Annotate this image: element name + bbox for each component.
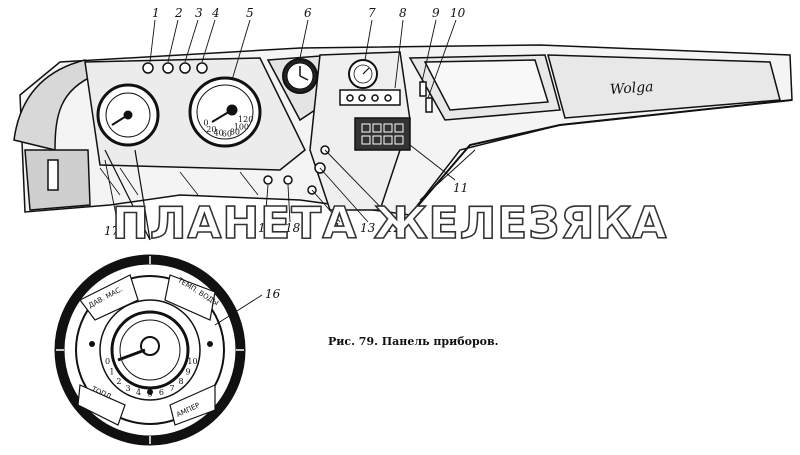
speedometer [188,76,262,148]
combo-gauge-tick-10: 10 [187,357,197,366]
auxiliary-gauge [348,59,378,89]
callout-13: 13 [360,221,376,235]
speedometer-tick-0: 0 [203,119,208,128]
speedometer-tick-1: 20 [206,125,216,134]
callout-4: 4 [211,6,220,20]
combo-gauge-detail [54,254,246,446]
speedometer-tick-3: 60 [222,130,232,139]
speedometer-tick-5: 100 [234,122,249,131]
callout-11: 11 [453,181,468,195]
combo-gauge-tick-1: 1 [109,368,114,377]
callout-15: 15 [258,221,273,235]
callout-17: 17 [104,224,120,238]
callout-3: 3 [195,6,203,20]
callout-9: 9 [432,6,440,20]
combo-gauge-tick-4: 4 [136,388,141,397]
combo-gauge-tick-6: 6 [159,388,164,397]
figure-caption: Рис. 79. Панель приборов. [328,335,498,348]
speedometer-tick-6: 120 [238,115,253,124]
watermark: ПЛАНЕТА ЖЕЛЕЗЯКА [112,198,667,249]
callout-12: 12 [386,221,401,235]
combo-gauge-tick-3: 3 [125,384,130,393]
speedometer-tick-2: 40 [214,129,224,138]
combo-gauge-tick-8: 8 [179,377,184,386]
callout-18: 18 [285,221,301,235]
combo-gauge-tick-0: 0 [105,357,110,366]
callout-7: 7 [368,6,376,20]
callout-6: 6 [304,6,312,20]
combo-gauge-tick-7: 7 [169,384,174,393]
callout-5: 5 [246,6,254,20]
speedometer-tick-4: 80 [230,127,240,136]
combo-gauge-tick-5: 5 [147,390,152,399]
combo-gauge-tick-2: 2 [116,377,121,386]
combo-gauge-tick-9: 9 [186,368,191,377]
combo-gauge-small [96,83,160,147]
callout-leaders [104,19,457,326]
clock [282,58,318,94]
callout-2: 2 [174,6,183,20]
callout-10: 10 [450,6,466,20]
callout-labels: 1 2 3 4 5 6 7 8 9 10 11 12 13 14 15 16 1… [104,6,468,301]
callout-8: 8 [399,6,407,20]
callout-14: 14 [333,221,348,235]
callout-1: 1 [152,6,160,20]
script-logo: Wolga [609,79,654,98]
callout-16: 16 [265,287,281,301]
